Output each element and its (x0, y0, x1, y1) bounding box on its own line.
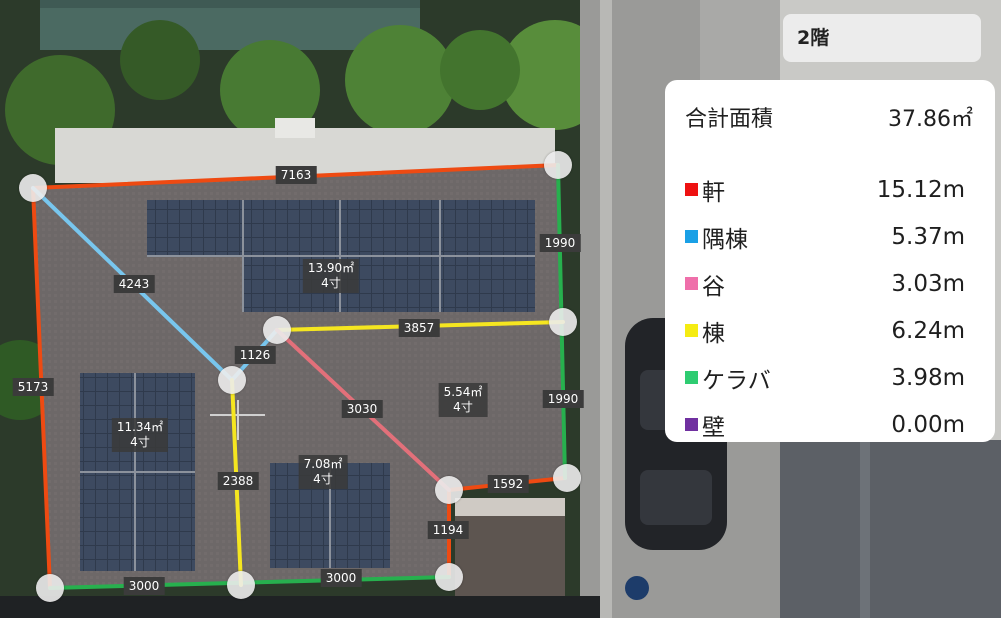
legend-row-eave: 軒 15.12m (685, 166, 973, 213)
dimension-label: 3000 (123, 577, 165, 595)
total-area-value: 37.86㎡ (888, 107, 973, 132)
legend-row-wall: 壁 0.00m (685, 401, 973, 448)
legend-value: 0.00m (891, 411, 965, 438)
dimension-label: 5173 (12, 378, 54, 396)
vertex-handle[interactable] (36, 574, 64, 602)
dimension-label: 1990 (539, 234, 581, 252)
vertex-handle[interactable] (435, 476, 463, 504)
vertex-handle[interactable] (218, 366, 246, 394)
dimension-label: 1194 (427, 521, 469, 539)
legend-swatch (685, 418, 698, 431)
legend-label: 軒 (702, 179, 725, 206)
legend-swatch (685, 324, 698, 337)
legend-label: 谷 (702, 273, 725, 300)
legend-value: 3.98m (891, 364, 965, 391)
vertex-handle[interactable] (544, 151, 572, 179)
legend-label: ケラバ (702, 367, 771, 394)
roof-face-pitch: 4寸 (130, 435, 150, 449)
legend-value: 15.12m (876, 176, 965, 203)
legend-row-rake: ケラバ 3.98m (685, 354, 973, 401)
legend-swatch (685, 371, 698, 384)
legend-value: 3.03m (891, 270, 965, 297)
vertex-handle[interactable] (19, 174, 47, 202)
dimension-label: 1126 (234, 346, 276, 364)
legend-row-valley: 谷 3.03m (685, 260, 973, 307)
roof-face-pitch: 4寸 (453, 400, 473, 414)
roof-face-area: 11.34㎡ (116, 420, 164, 434)
legend-value: 5.37m (891, 223, 965, 250)
legend-row-ridge: 棟 6.24m (685, 307, 973, 354)
floor-tab[interactable]: 2階 (783, 14, 981, 62)
roof-face-pitch: 4寸 (313, 472, 333, 486)
vertex-handle[interactable] (227, 571, 255, 599)
dimension-label: 3000 (320, 569, 362, 587)
vertex-handle[interactable] (263, 316, 291, 344)
legend-label: 壁 (702, 414, 725, 441)
dimension-label: 7163 (275, 166, 317, 184)
vertex-handle[interactable] (549, 308, 577, 336)
dimension-label: 1592 (487, 475, 529, 493)
dimension-label: 3030 (341, 400, 383, 418)
legend-swatch (685, 230, 698, 243)
legend-label: 棟 (702, 320, 725, 347)
total-area-row: 合計面積 37.86㎡ (685, 90, 973, 144)
roof-face-area: 13.90㎡ (307, 261, 355, 275)
line-legend: 軒 15.12m 隅棟 5.37m 谷 3.03m 棟 6.24m ケラバ 3.98m 壁 0.00m (685, 166, 973, 448)
dimension-label: 2388 (217, 472, 259, 490)
legend-value: 6.24m (891, 317, 965, 344)
dimension-label: 1990 (542, 390, 584, 408)
roof-face-pitch: 4寸 (321, 276, 341, 290)
dimension-label: 4243 (113, 275, 155, 293)
vertex-handle[interactable] (435, 563, 463, 591)
legend-swatch (685, 183, 698, 196)
legend-row-hip: 隅棟 5.37m (685, 213, 973, 260)
roof-face-area: 7.08㎡ (303, 457, 343, 471)
roof-face-area: 5.54㎡ (443, 385, 483, 399)
vertex-handle[interactable] (553, 464, 581, 492)
dimension-label: 3857 (398, 319, 440, 337)
summary-panel: 合計面積 37.86㎡ 軒 15.12m 隅棟 5.37m 谷 3.03m 棟 6.24m ケラ… (665, 80, 995, 442)
total-area-label: 合計面積 (685, 107, 774, 132)
legend-label: 隅棟 (702, 226, 748, 253)
legend-swatch (685, 277, 698, 290)
